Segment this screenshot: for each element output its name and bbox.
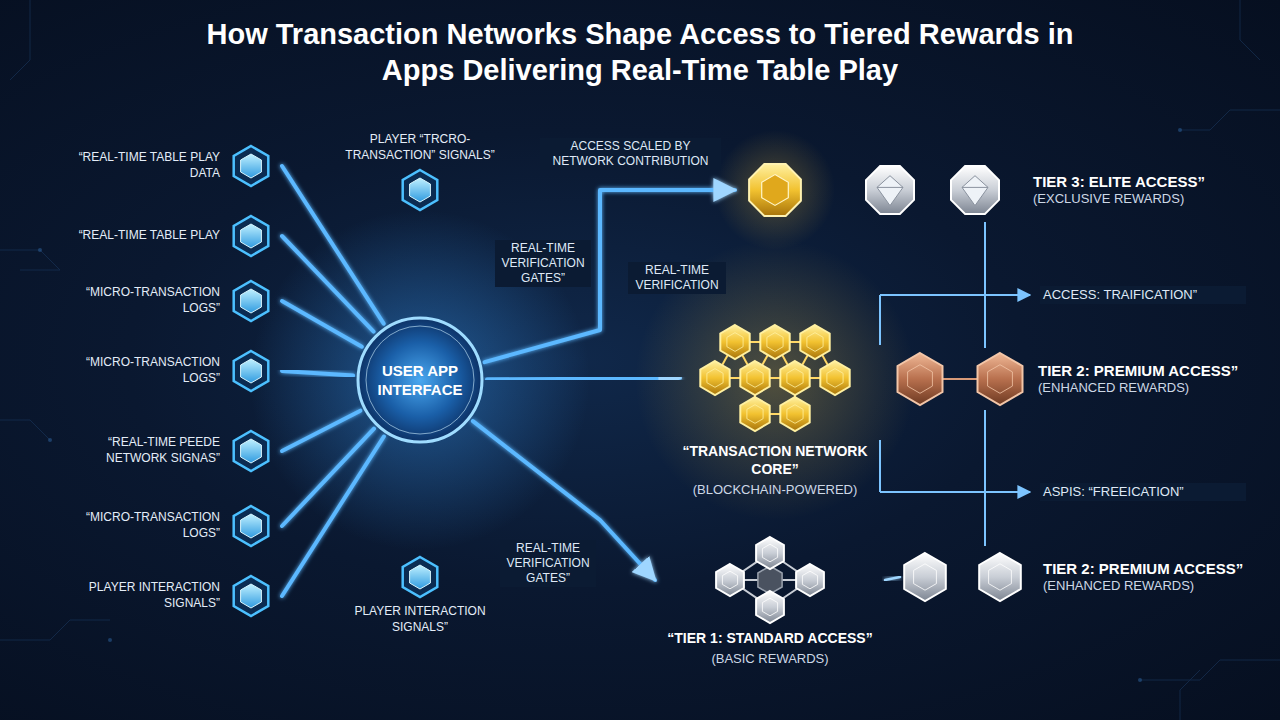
annotation-label: REAL-TIME VERIFICATION GATES” bbox=[500, 540, 596, 587]
label-column: “REAL-TIME TABLE PLAY bbox=[70, 228, 220, 244]
hex-cluster bbox=[680, 318, 870, 438]
signal-label: PLAYER “TRCRO-TRANSACTION” SIGNALS” bbox=[335, 132, 505, 163]
hex-icon bbox=[228, 213, 274, 259]
source-label: PLAYER INTERACTION SIGNALS” bbox=[70, 580, 220, 611]
connector bbox=[282, 411, 360, 451]
annotation-label: REAL-TIME VERIFICATION GATES” bbox=[495, 240, 591, 287]
source-label: “REAL-TIME TABLE PLAY DATA bbox=[70, 150, 220, 181]
hex-icon bbox=[228, 143, 274, 189]
source-label: “REAL-TIME PEEDE NETWORK SIGNAS” bbox=[70, 435, 220, 466]
data-source-node: PLAYER INTERACTION SIGNALS” bbox=[70, 573, 282, 619]
connector bbox=[418, 213, 422, 313]
data-source-node: “MICRO-TRANSACTION LOGS” bbox=[70, 348, 282, 394]
label-column: “REAL-TIME PEEDE NETWORK SIGNAS” bbox=[70, 435, 220, 466]
connector bbox=[282, 371, 353, 376]
tier-heading: TIER 2: PREMIUM ACCESS” bbox=[1043, 559, 1243, 579]
tier-heading: TIER 3: ELITE ACCESS” bbox=[1033, 172, 1205, 192]
hex-icon bbox=[228, 428, 274, 474]
node-subheading: (BLOCKCHAIN-POWERED) bbox=[693, 482, 858, 499]
connector bbox=[771, 499, 774, 535]
hex-icon bbox=[397, 554, 443, 600]
label-column: TIER 2: PREMIUM ACCESS”(ENHANCED REWARDS… bbox=[1043, 559, 1243, 595]
node-heading: “TIER 1: STANDARD ACCESS” bbox=[667, 629, 872, 647]
connector bbox=[870, 378, 890, 381]
connector bbox=[774, 222, 777, 318]
interface-label: USER APP INTERFACE bbox=[370, 361, 470, 400]
hex-icon bbox=[228, 278, 274, 324]
tier-node: TIER 2: PREMIUM ACCESS”(ENHANCED REWARDS… bbox=[890, 348, 1245, 410]
hex-cluster bbox=[655, 535, 885, 625]
source-label: “MICRO-TRANSACTION LOGS” bbox=[70, 510, 220, 541]
connector bbox=[418, 447, 422, 554]
data-source-node: “REAL-TIME TABLE PLAY DATA bbox=[70, 143, 282, 189]
label-column: “REAL-TIME TABLE PLAY DATA bbox=[70, 150, 220, 181]
data-source-node: “MICRO-TRANSACTION LOGS” bbox=[70, 503, 282, 549]
hex-icon bbox=[228, 573, 274, 619]
tier-heading: TIER 2: PREMIUM ACCESS” bbox=[1038, 361, 1238, 381]
data-source-node: “MICRO-TRANSACTION LOGS” bbox=[70, 278, 282, 324]
tier-subheading: (EXCLUSIVE REWARDS) bbox=[1033, 191, 1205, 208]
node-subheading: (BASIC REWARDS) bbox=[711, 651, 828, 668]
source-label: “MICRO-TRANSACTION LOGS” bbox=[70, 285, 220, 316]
title-bar: How Transaction Networks Shape Access to… bbox=[0, 16, 1280, 89]
tier-subheading: (ENHANCED REWARDS) bbox=[1038, 380, 1238, 397]
label-column: “MICRO-TRANSACTION LOGS” bbox=[70, 355, 220, 386]
node-heading: “TRANSACTION NETWORK CORE” bbox=[680, 442, 870, 478]
connector bbox=[485, 190, 735, 362]
signal-node: PLAYER INTERACTION SIGNALS” bbox=[345, 554, 495, 635]
signal-label: PLAYER INTERACTION SIGNALS” bbox=[345, 604, 495, 635]
reward-badges bbox=[735, 158, 1025, 222]
tier-node: TIER 2: PREMIUM ACCESS”(ENHANCED REWARDS… bbox=[900, 546, 1245, 608]
source-label: “MICRO-TRANSACTION LOGS” bbox=[70, 355, 220, 386]
connector bbox=[282, 236, 374, 332]
label-column: “MICRO-TRANSACTION LOGS” bbox=[70, 510, 220, 541]
hex-icon bbox=[228, 503, 274, 549]
label-column: TIER 3: ELITE ACCESS”(EXCLUSIVE REWARDS) bbox=[1033, 172, 1205, 208]
circle-shape bbox=[355, 315, 485, 445]
edge-label: REAL-TIME VERIFICATION bbox=[628, 262, 726, 294]
hex-icon bbox=[228, 348, 274, 394]
edge-label: ACCESS SCALED BY NETWORK CONTRIBUTION bbox=[540, 138, 721, 170]
connector bbox=[885, 577, 900, 580]
tier-node: TIER 3: ELITE ACCESS”(EXCLUSIVE REWARDS) bbox=[735, 158, 1245, 222]
connector bbox=[282, 429, 374, 526]
network-core: “TRANSACTION NETWORK CORE” (BLOCKCHAIN-PO… bbox=[680, 318, 870, 499]
connector bbox=[282, 166, 384, 324]
tier-node: “TIER 1: STANDARD ACCESS” (BASIC REWARDS) bbox=[655, 535, 885, 668]
data-source-node: “REAL-TIME PEEDE NETWORK SIGNAS” bbox=[70, 428, 282, 474]
source-label: “REAL-TIME TABLE PLAY bbox=[70, 228, 220, 244]
interface-circle: USER APP INTERFACE bbox=[355, 315, 485, 445]
connector bbox=[487, 378, 680, 380]
connector bbox=[282, 301, 362, 347]
label-column: PLAYER INTERACTION SIGNALS” bbox=[70, 580, 220, 611]
signal-node: PLAYER “TRCRO-TRANSACTION” SIGNALS” bbox=[335, 132, 505, 213]
connector bbox=[282, 437, 384, 597]
reward-badges bbox=[900, 546, 1035, 608]
annotation-label: ASPIS: “FREEICATION” bbox=[1040, 483, 1246, 501]
annotation-label: ACCESS: TRAIFICATION” bbox=[1040, 286, 1246, 304]
diagram-title: How Transaction Networks Shape Access to… bbox=[190, 16, 1090, 89]
reward-badges bbox=[890, 348, 1030, 410]
label-column: TIER 2: PREMIUM ACCESS”(ENHANCED REWARDS… bbox=[1038, 361, 1238, 397]
tier-subheading: (ENHANCED REWARDS) bbox=[1043, 578, 1243, 595]
hex-icon bbox=[397, 167, 443, 213]
data-source-node: “REAL-TIME TABLE PLAY bbox=[70, 213, 282, 259]
label-column: “MICRO-TRANSACTION LOGS” bbox=[70, 285, 220, 316]
